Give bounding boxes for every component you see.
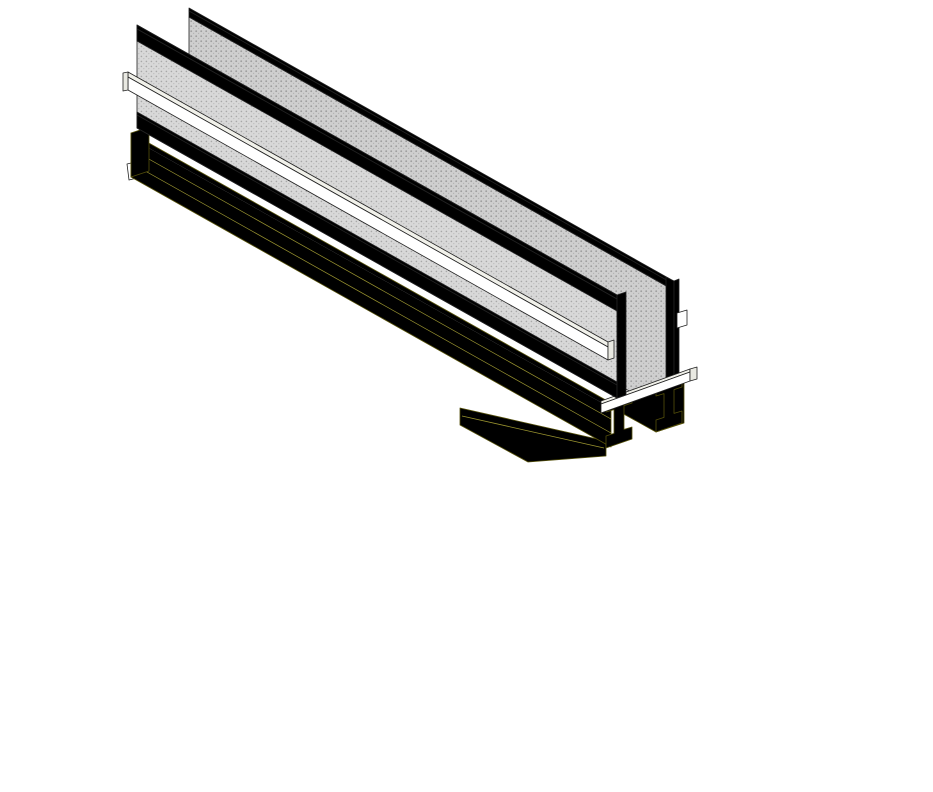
waler-beam <box>122 71 615 361</box>
waler-right-end-face <box>607 339 615 361</box>
lap-splice-web-line <box>461 415 605 449</box>
top-rail <box>136 28 618 312</box>
secondary-beam-top-flange <box>131 138 611 419</box>
secondary-beams <box>126 126 685 463</box>
panel-clamp-bracket <box>676 309 688 329</box>
leader-prop-1 <box>618 597 732 699</box>
near-formwork-panel <box>136 24 627 399</box>
primary-beam-end-face <box>689 366 698 382</box>
secondary-beam-left-end-face <box>130 126 150 178</box>
near-panel-right-side-face <box>616 291 627 399</box>
beam-edge-line <box>130 148 612 420</box>
beam-edge-line <box>130 162 612 434</box>
leader-beam-primary <box>694 381 735 472</box>
leader-beam-secondary-2 <box>678 423 733 573</box>
secondary-beam-bottom-flange <box>131 163 611 447</box>
secondary-beam-lap-splice <box>459 407 607 463</box>
leader-beam-secondary-1 <box>632 442 733 573</box>
far-panel-right-edge <box>665 276 675 390</box>
secondary-beam-top-face <box>131 133 611 408</box>
secondary-beam-web <box>131 149 611 433</box>
waler-left-end-face <box>122 71 129 92</box>
leader-prop-2 <box>675 610 732 699</box>
far-panel-right-edge-side <box>673 278 680 390</box>
